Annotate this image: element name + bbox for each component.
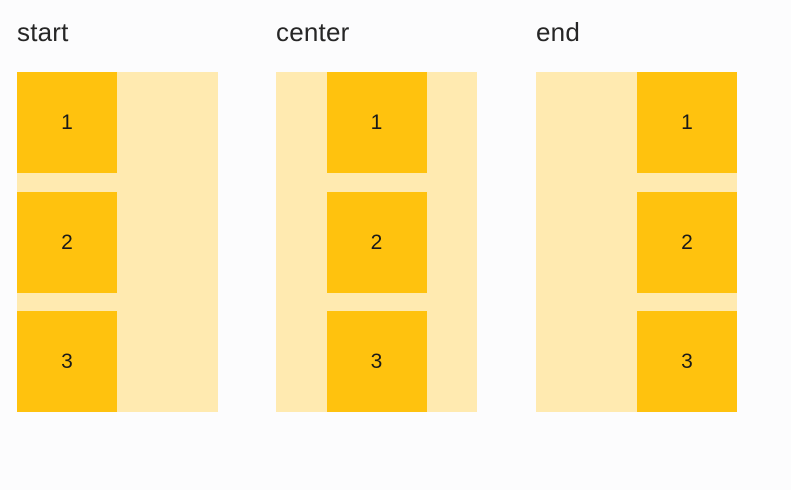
demo-label-end: end [536, 17, 580, 47]
flex-item-label: 3 [61, 350, 73, 373]
flex-item: 1 [17, 72, 117, 173]
flex-item-label: 1 [61, 111, 73, 134]
flex-item: 1 [326, 72, 427, 173]
flex-item: 1 [637, 72, 737, 173]
flex-item-label: 2 [370, 230, 383, 254]
flex-item: 3 [326, 311, 427, 412]
flex-item: 2 [637, 191, 737, 293]
flex-item: 2 [326, 191, 427, 293]
flex-item-label: 3 [370, 350, 383, 373]
demo-label-start: start [17, 17, 69, 47]
flex-item: 2 [17, 191, 117, 293]
flex-item-label: 1 [370, 111, 383, 134]
flex-container-start: 1 2 3 [17, 72, 218, 412]
flex-container-end: 1 2 3 [536, 72, 737, 412]
flex-item-label: 2 [681, 230, 693, 254]
flex-container-center: 1 2 3 [276, 72, 477, 412]
flex-item: 3 [637, 311, 737, 412]
demo-label-center: center [276, 17, 350, 47]
flex-item-label: 2 [61, 230, 73, 254]
flex-item-label: 3 [681, 350, 693, 373]
flex-item-label: 1 [681, 111, 693, 134]
flex-item: 3 [17, 311, 117, 412]
